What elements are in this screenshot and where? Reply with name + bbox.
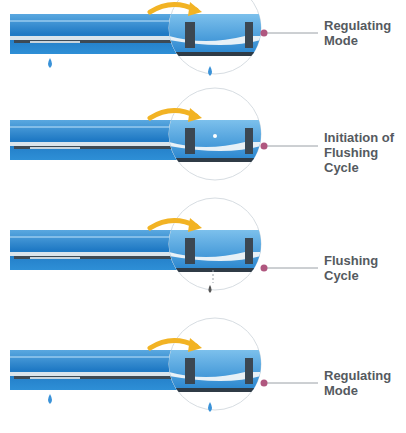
- stage-label: Regulating Mode: [324, 18, 400, 48]
- stage-label: Regulating Mode: [324, 368, 400, 398]
- stage-label: Initiation of Flushing Cycle: [324, 130, 400, 175]
- stage-label: Flushing Cycle: [324, 253, 400, 283]
